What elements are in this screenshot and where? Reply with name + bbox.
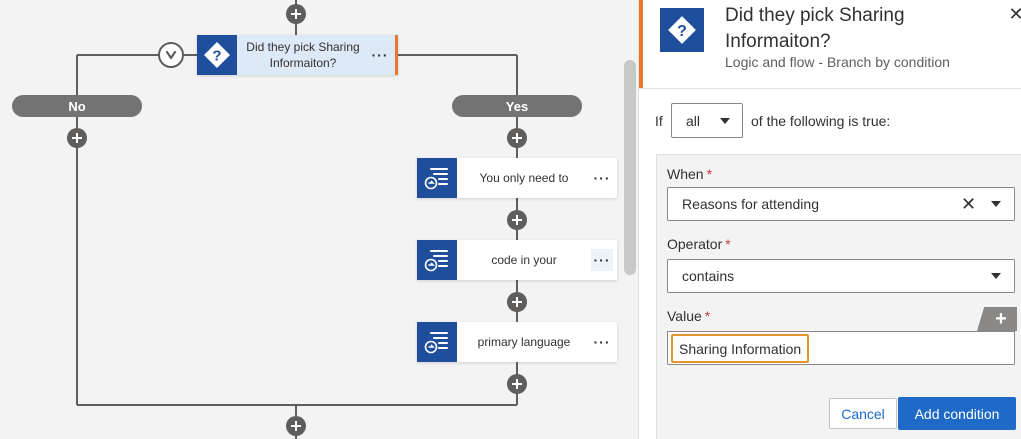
when-value: Reasons for attending: [682, 196, 819, 212]
when-field[interactable]: Reasons for attending ✕: [667, 187, 1015, 221]
svg-text:?: ?: [677, 23, 687, 40]
flow-canvas[interactable]: ? Did they pick Sharing Informaiton? ···…: [0, 0, 640, 439]
value-field[interactable]: Sharing Information: [667, 331, 1015, 365]
step-node[interactable]: primary language ···: [417, 322, 617, 362]
operator-value: contains: [682, 268, 735, 284]
list-arrow-icon: [417, 322, 457, 362]
operator-select[interactable]: contains: [667, 259, 1015, 293]
caret-down-icon: [720, 118, 730, 124]
step-more-button[interactable]: ···: [591, 249, 613, 271]
step-more-button[interactable]: ···: [593, 170, 611, 186]
list-arrow-icon: [417, 158, 457, 198]
add-step-bottom-icon[interactable]: [286, 416, 306, 436]
match-mode-value: all: [686, 112, 701, 129]
when-label: When*: [667, 166, 713, 182]
add-step-no-icon[interactable]: [67, 128, 87, 148]
caret-down-icon[interactable]: [991, 201, 1001, 207]
branch-label-yes: Yes: [452, 95, 582, 117]
caret-down-icon: [991, 273, 1001, 279]
add-step-yes-icon[interactable]: [507, 128, 527, 148]
collapse-branch-button[interactable]: [158, 42, 184, 68]
branch-label-no: No: [12, 95, 142, 117]
step-more-button[interactable]: ···: [593, 334, 611, 350]
condition-node-title: Did they pick Sharing Informaiton?: [246, 40, 360, 70]
if-label: If: [655, 113, 663, 129]
panel-header: ? Did they pick Sharing Informaiton? Log…: [639, 0, 1021, 88]
close-icon[interactable]: ✕: [1008, 4, 1021, 24]
add-step-icon[interactable]: [507, 374, 527, 394]
clear-icon[interactable]: ✕: [961, 194, 977, 214]
canvas-scrollbar[interactable]: [624, 60, 636, 275]
divider: [639, 88, 1021, 89]
value-token[interactable]: Sharing Information: [671, 334, 810, 363]
condition-editor: When* Reasons for attending ✕ Operator* …: [656, 154, 1021, 439]
diamond-question-icon: ?: [197, 35, 237, 75]
step-node[interactable]: code in your ···: [417, 240, 617, 280]
diamond-question-icon: ?: [660, 8, 704, 52]
operator-label: Operator*: [667, 236, 731, 252]
step-node[interactable]: You only need to ···: [417, 158, 617, 198]
condition-side-panel: ? Did they pick Sharing Informaiton? Log…: [638, 0, 1021, 439]
cancel-button[interactable]: Cancel: [829, 398, 897, 429]
panel-subtitle: Logic and flow - Branch by condition: [725, 54, 950, 70]
step-node-label: You only need to: [479, 171, 569, 185]
match-mode-select[interactable]: all: [671, 103, 743, 138]
condition-more-button[interactable]: ···: [371, 47, 389, 63]
add-step-icon[interactable]: [507, 292, 527, 312]
add-value-button[interactable]: +: [977, 307, 1017, 331]
svg-text:?: ?: [212, 48, 221, 65]
add-step-top-icon[interactable]: [286, 4, 306, 24]
list-arrow-icon: [417, 240, 457, 280]
add-step-icon[interactable]: [507, 210, 527, 230]
step-node-label: primary language: [477, 335, 571, 349]
value-label: Value*: [667, 308, 711, 324]
condition-node[interactable]: ? Did they pick Sharing Informaiton? ···: [197, 35, 398, 75]
panel-title: Did they pick Sharing Informaiton?: [725, 5, 905, 52]
step-node-label: code in your: [491, 253, 557, 267]
condition-suffix-label: of the following is true:: [751, 113, 891, 129]
chevron-down-icon: [165, 50, 177, 60]
add-condition-button[interactable]: Add condition: [898, 397, 1016, 430]
